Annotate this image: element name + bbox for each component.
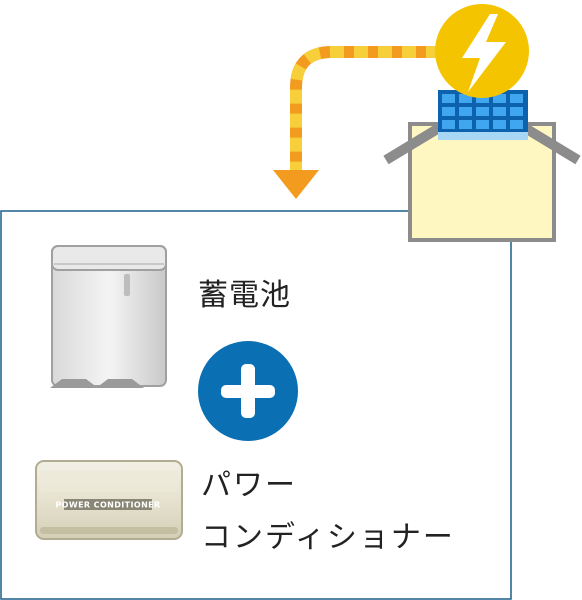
plus-icon [198, 341, 298, 441]
power-conditioner-label-line1: パワー [201, 468, 297, 503]
house-icon [383, 96, 581, 242]
battery-label: 蓄電池 [198, 278, 291, 313]
battery-device-icon [50, 245, 167, 388]
power-conditioner-label: パワー コンディショナー [201, 460, 455, 564]
power-conditioner-device-text: POWER CONDITIONER [55, 501, 160, 510]
arrow-down-icon [273, 170, 319, 199]
power-conditioner-device-icon: POWER CONDITIONER [35, 460, 183, 540]
power-conditioner-label-line2: コンディショナー [201, 520, 455, 555]
lightning-bolt-icon [435, 4, 529, 98]
solar-panel-icon [438, 90, 528, 140]
power-flow-path [290, 46, 440, 172]
equipment-frame [0, 210, 512, 600]
